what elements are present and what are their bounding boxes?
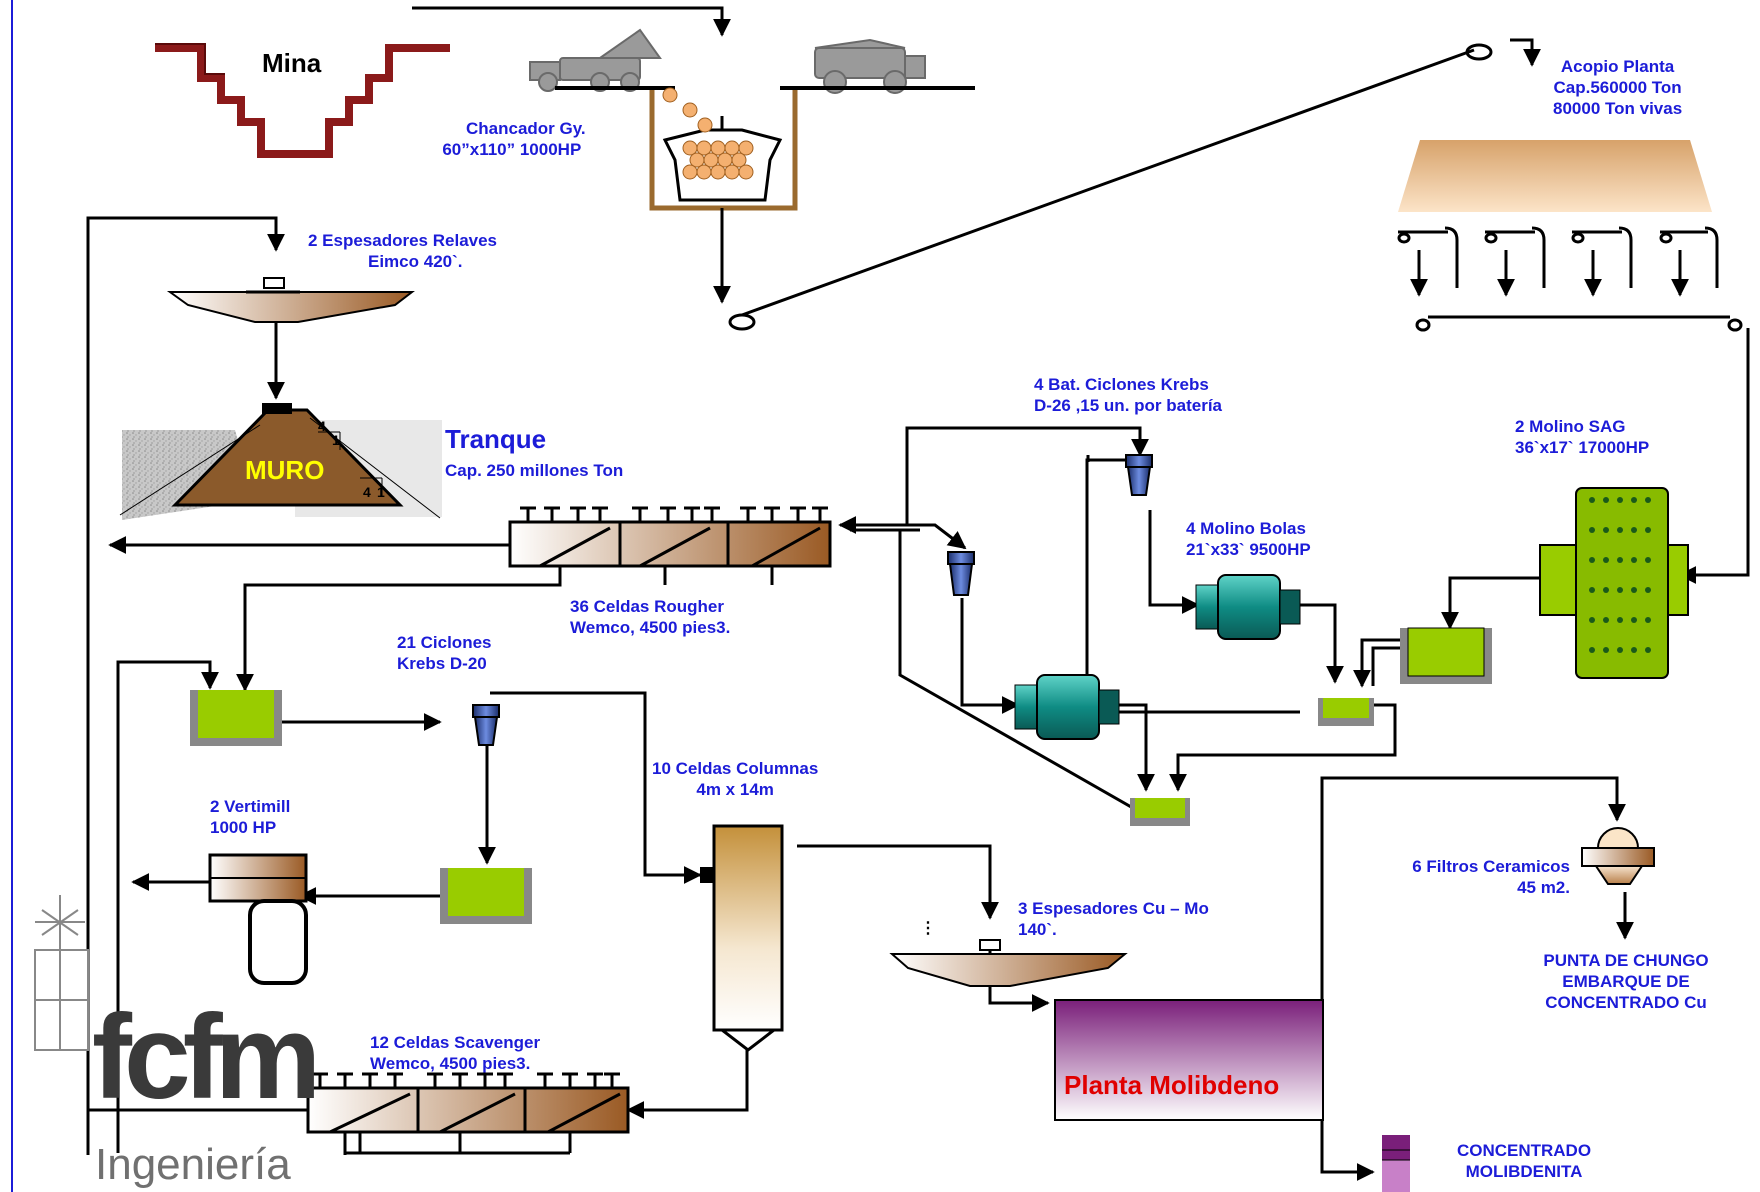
label-celdas-scavenger: 12 Celdas Scavenger Wemco, 4500 pies3. — [370, 1033, 541, 1073]
stockpile — [1398, 140, 1712, 212]
label-molino-sag: 2 Molino SAG 36`x17` 17000HP — [1515, 417, 1650, 457]
label-acopio: Acopio Planta Cap.560000 Ton 80000 Ton v… — [1553, 57, 1683, 118]
label-tranque-capacity: Cap. 250 millones Ton — [445, 461, 624, 480]
rougher-cells — [508, 506, 832, 585]
cyclone-secondary — [947, 551, 975, 596]
sump-bolas-lower — [1130, 798, 1190, 826]
dump-truck-left — [529, 28, 662, 92]
label-celdas-columnas: 10 Celdas Columnas 4m x 14m — [652, 759, 819, 799]
label-planta-molibdeno: Planta Molibdeno — [1064, 1070, 1280, 1100]
cyclone-krebs-d20 — [472, 704, 500, 746]
gyratory-crusher — [649, 87, 798, 211]
label-muro: MURO — [245, 455, 325, 485]
ingenieria-logo-text: Ingeniería — [95, 1140, 291, 1189]
label-molino-bolas: 4 Molino Bolas 21`x33` 9500HP — [1186, 519, 1311, 559]
dam-ratio-lower-1: 1 — [377, 484, 385, 500]
ceramic-filter — [1581, 827, 1655, 885]
label-tranque-title: Tranque — [445, 424, 547, 454]
label-vertimill: 2 Vertimill 1000 HP — [210, 797, 291, 837]
dam-ratio-lower-4: 4 — [363, 484, 371, 500]
label-concentrado-molibdenita: CONCENTRADO MOLIBDENITA — [1456, 1141, 1592, 1181]
dam-ratio-upper-1: 1 — [332, 432, 340, 448]
label-dots: ⋮ — [920, 920, 936, 937]
open-pit-mine — [155, 43, 450, 158]
tailings-dam — [119, 403, 442, 520]
column-flotation-cell — [700, 824, 784, 1052]
cyclone-battery-krebs — [1125, 454, 1153, 496]
dam-ratio-upper-4: 4 — [318, 418, 326, 434]
molybdenite-bin — [1382, 1135, 1410, 1192]
label-punta-chungo: PUNTA DE CHUNGO EMBARQUE DE CONCENTRADO … — [1543, 951, 1709, 1012]
fcfm-logo-text: fcfm — [92, 990, 321, 1124]
stockpile-feeders — [1397, 226, 1719, 288]
label-ciclones-krebs: 4 Bat. Ciclones Krebs D-26 ,15 un. por b… — [1034, 375, 1222, 415]
scavenger-cells — [306, 1072, 630, 1153]
dump-truck-right — [814, 38, 926, 94]
label-espesadores-cu-mo: 3 Espesadores Cu – Mo 140`. — [1018, 899, 1209, 939]
label-celdas-rougher: 36 Celdas Rougher Wemco, 4500 pies3. — [570, 597, 731, 637]
ball-mill-lower — [1014, 674, 1120, 740]
thickener-cu-mo — [889, 939, 1128, 987]
tailings-thickener — [166, 277, 415, 323]
university-seal — [34, 895, 89, 1051]
sump-sag — [1400, 627, 1492, 684]
sump-vertimill — [440, 868, 532, 924]
label-ciclones-d20: 21 Ciclones Krebs D-20 — [397, 633, 492, 673]
label-filtros: 6 Filtros Ceramicos 45 m2. — [1412, 857, 1570, 897]
ball-mill-upper — [1195, 574, 1301, 640]
sag-mill — [1539, 487, 1689, 679]
label-chancador: Chancador Gy. 60”x110” 1000HP — [442, 119, 586, 159]
sump-rougher-conc — [190, 690, 282, 746]
label-espesadores-relaves: 2 Espesadores Relaves Eimco 420`. — [308, 231, 498, 271]
molybdenum-plant-box — [1054, 999, 1324, 1121]
label-mina: Mina — [262, 48, 322, 78]
vertimill — [208, 853, 308, 985]
sump-bolas-upper — [1318, 698, 1374, 726]
